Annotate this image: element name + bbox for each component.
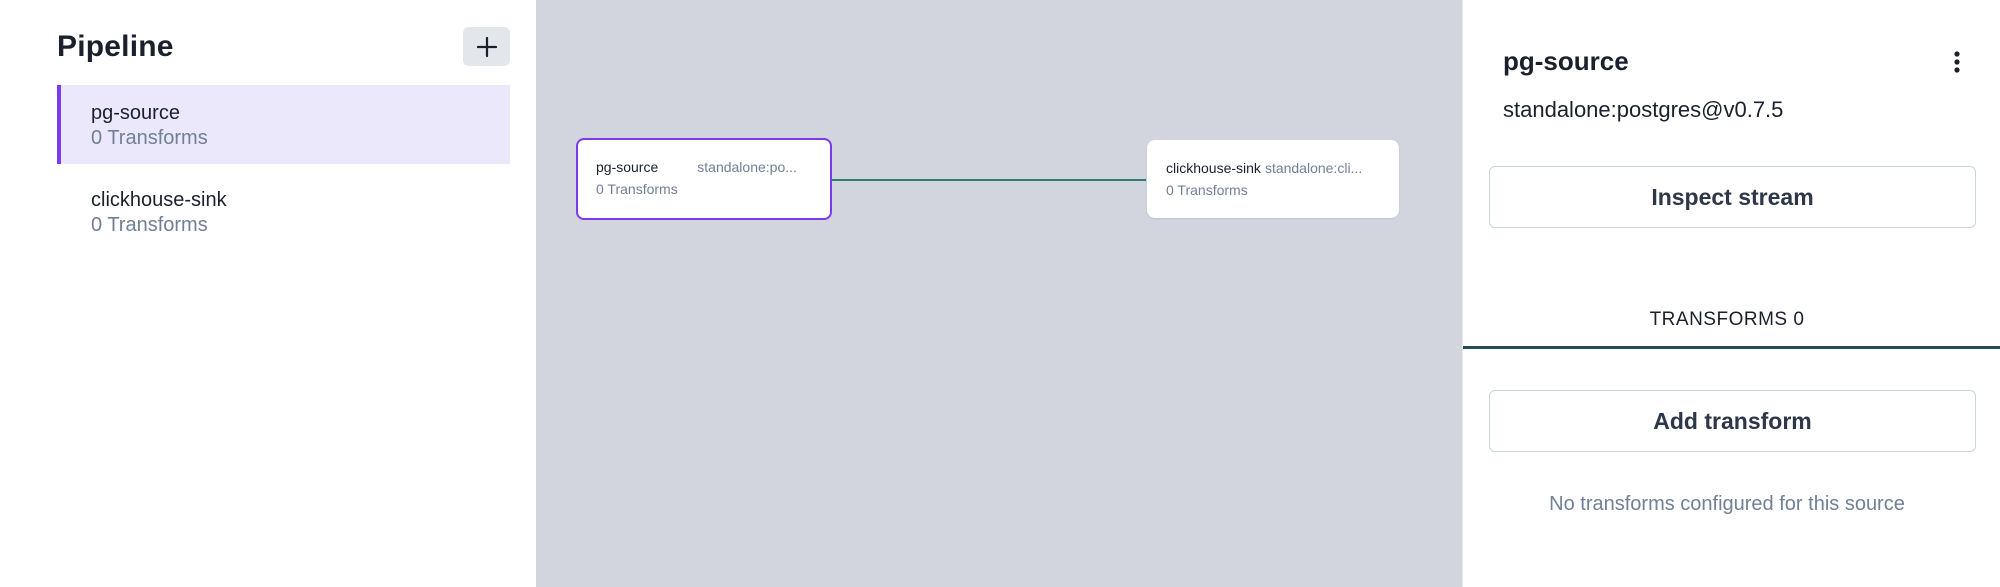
node-list-item-clickhouse-sink[interactable]: clickhouse-sink 0 Transforms <box>57 164 510 256</box>
node-list-item-name: pg-source <box>91 102 180 124</box>
empty-transforms-message: No transforms configured for this source <box>1549 493 1905 515</box>
sidebar-title: Pipeline <box>57 30 174 63</box>
flow-node-pg-source[interactable]: pg-source standalone:po... 0 Transforms <box>576 138 832 220</box>
flow-node-name: clickhouse-sink <box>1166 160 1261 176</box>
inspect-stream-button[interactable]: Inspect stream <box>1489 166 1976 228</box>
pipeline-sidebar: Pipeline pg-source 0 Transforms clickhou… <box>0 0 536 587</box>
node-list: pg-source 0 Transforms clickhouse-sink 0… <box>57 85 510 256</box>
detail-connector-type: standalone:postgres@v0.7.5 <box>1503 97 1784 122</box>
flow-node-transforms: 0 Transforms <box>596 181 678 197</box>
flow-node-name: pg-source <box>596 159 659 175</box>
kebab-menu-icon <box>1954 51 1960 73</box>
flow-node-type: standalone:po... <box>697 159 797 175</box>
flow-edge[interactable] <box>832 179 1146 181</box>
node-list-item-name: clickhouse-sink <box>91 189 227 211</box>
detail-title: pg-source <box>1503 46 1629 76</box>
add-transform-button[interactable]: Add transform <box>1489 390 1976 452</box>
node-list-item-transforms: 0 Transforms <box>91 214 208 236</box>
pipeline-canvas[interactable]: pg-source standalone:po... 0 Transforms … <box>536 0 1462 587</box>
tab-transforms[interactable]: TRANSFORMS 0 <box>1463 300 2000 349</box>
more-options-button[interactable] <box>1945 46 1969 78</box>
node-list-item-pg-source[interactable]: pg-source 0 Transforms <box>57 85 510 164</box>
flow-node-transforms: 0 Transforms <box>1166 182 1248 198</box>
add-node-button[interactable] <box>463 27 510 66</box>
plus-icon <box>476 36 497 57</box>
flow-node-clickhouse-sink[interactable]: clickhouse-sink standalone:cli... 0 Tran… <box>1147 140 1399 218</box>
flow-node-type: standalone:cli... <box>1264 160 1363 176</box>
node-detail-panel: pg-source standalone:postgres@v0.7.5 Ins… <box>1462 0 2000 587</box>
node-list-item-transforms: 0 Transforms <box>91 127 208 149</box>
